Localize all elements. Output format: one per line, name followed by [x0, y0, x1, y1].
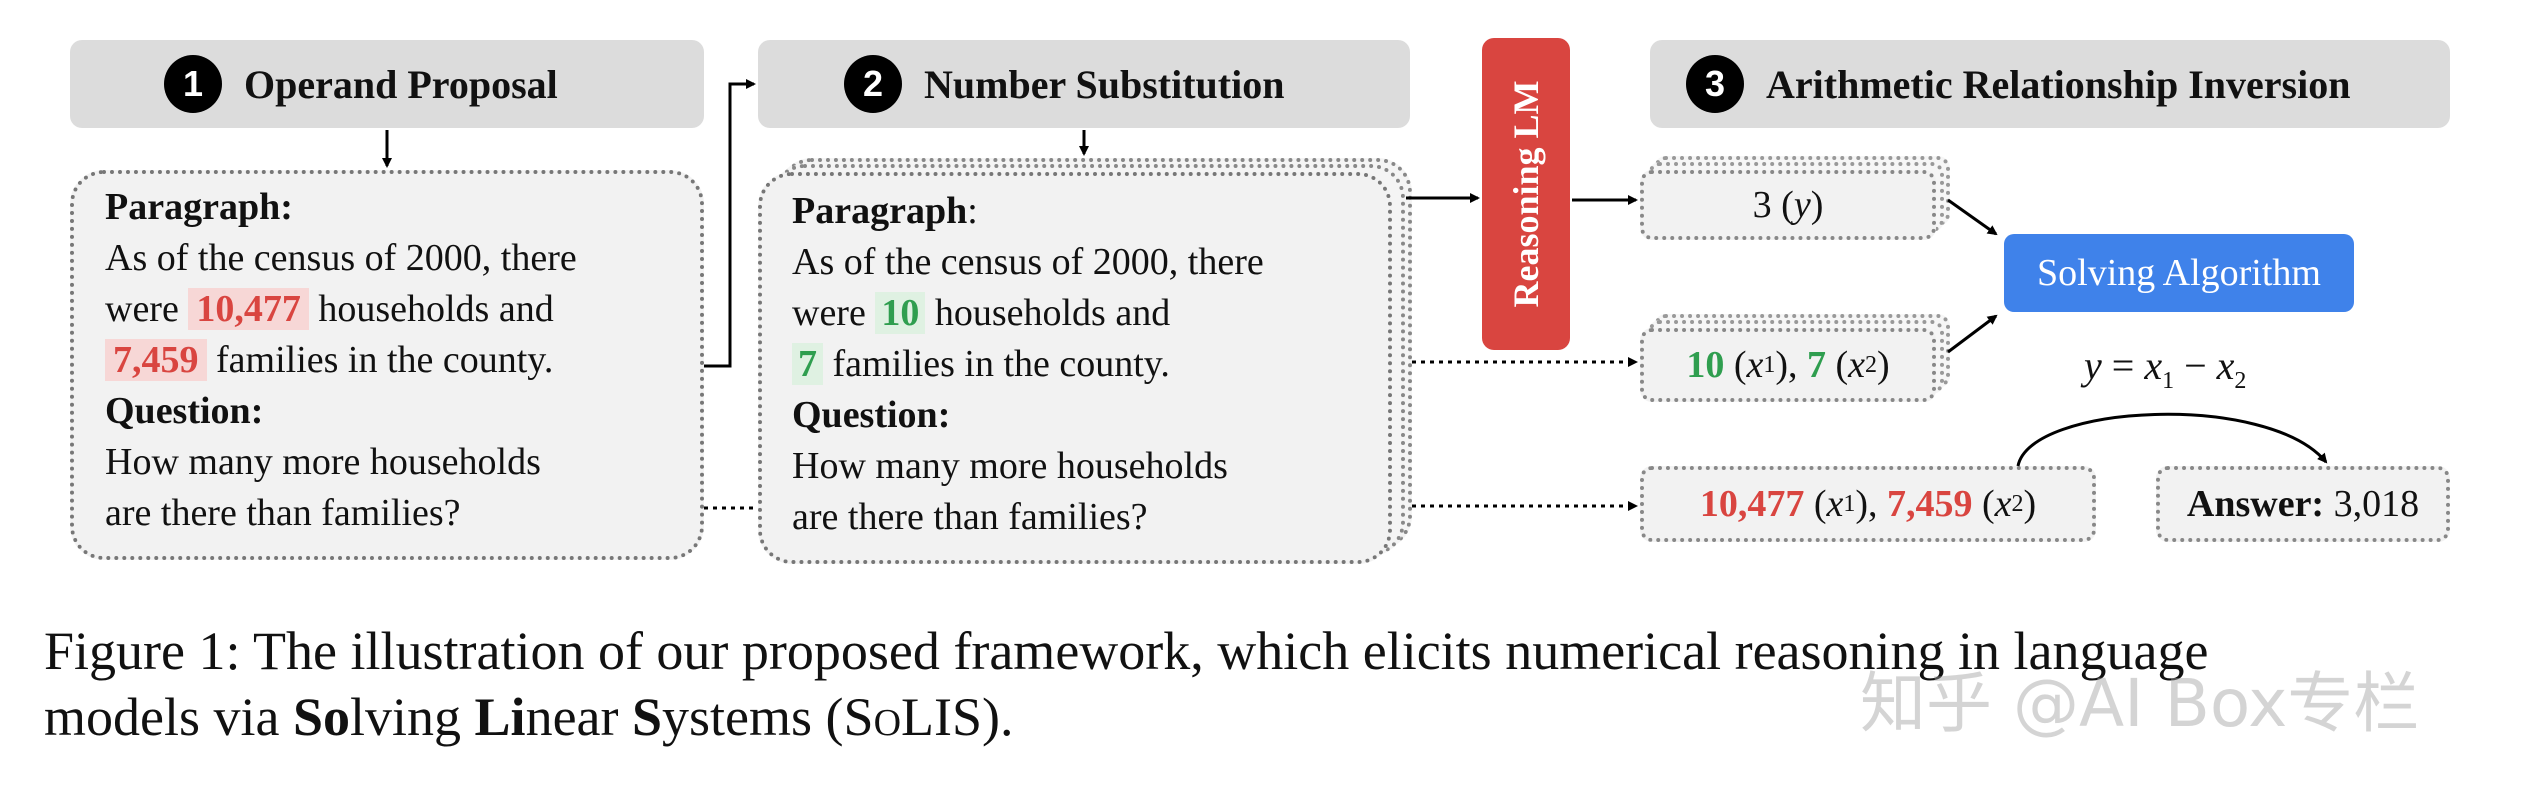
step1-title: Operand Proposal	[244, 61, 558, 107]
substituted-problem-text: Paragraph: As of the census of 2000, the…	[792, 186, 1264, 543]
reasoning-lm-block: Reasoning LM	[1482, 38, 1570, 350]
step3-title: Arithmetic Relationship Inversion	[1766, 61, 2351, 107]
question-line: How many more households	[105, 441, 541, 483]
solving-algorithm-block: Solving Algorithm	[2004, 234, 2354, 312]
answer-value: 3,018	[2333, 483, 2420, 525]
question-line: are there than families?	[105, 492, 461, 534]
step1-number: 1	[164, 55, 222, 113]
substituted-a: 10	[875, 292, 926, 334]
answer-box: Answer: 3,018	[2156, 466, 2450, 542]
step1-header: 1 Operand Proposal	[70, 40, 704, 128]
paragraph-line: As of the census of 2000, there	[792, 241, 1264, 283]
answer-label: Answer:	[2186, 483, 2325, 525]
paragraph-label: Paragraph:	[105, 186, 293, 228]
question-line: How many more households	[792, 445, 1228, 487]
paragraph-line: As of the census of 2000, there	[105, 237, 577, 279]
step3-number: 3	[1686, 55, 1744, 113]
paragraph-label: Paragraph	[792, 190, 968, 232]
question-label: Question:	[792, 394, 951, 436]
step3-header: 3 Arithmetic Relationship Inversion	[1650, 40, 2450, 128]
equation-label: y = x1 − x2	[2084, 343, 2247, 394]
original-problem-text: Paragraph: As of the census of 2000, the…	[105, 182, 577, 539]
step2-header: 2 Number Substitution	[758, 40, 1410, 128]
operand-a: 10,477	[188, 288, 309, 330]
watermark: 知乎 @AI Box专栏	[1860, 665, 2420, 742]
figure-caption: Figure 1: The illustration of our propos…	[44, 621, 2209, 747]
substituted-b: 7	[792, 343, 823, 385]
arrow-box1-to-step2	[704, 79, 756, 368]
step2-number: 2	[844, 55, 902, 113]
arrow-operands-to-solver	[1947, 314, 1998, 354]
operand-b: 7,459	[105, 339, 207, 381]
question-label: Question:	[105, 390, 264, 432]
arrow-y-to-solver	[1947, 198, 1998, 236]
question-line: are there than families?	[792, 496, 1148, 538]
output-y-box: 3 (y)	[1640, 170, 1936, 240]
step2-title: Number Substitution	[924, 61, 1285, 107]
arrow-original-to-answer	[2016, 412, 2328, 467]
substituted-problem-box	[758, 172, 1392, 564]
